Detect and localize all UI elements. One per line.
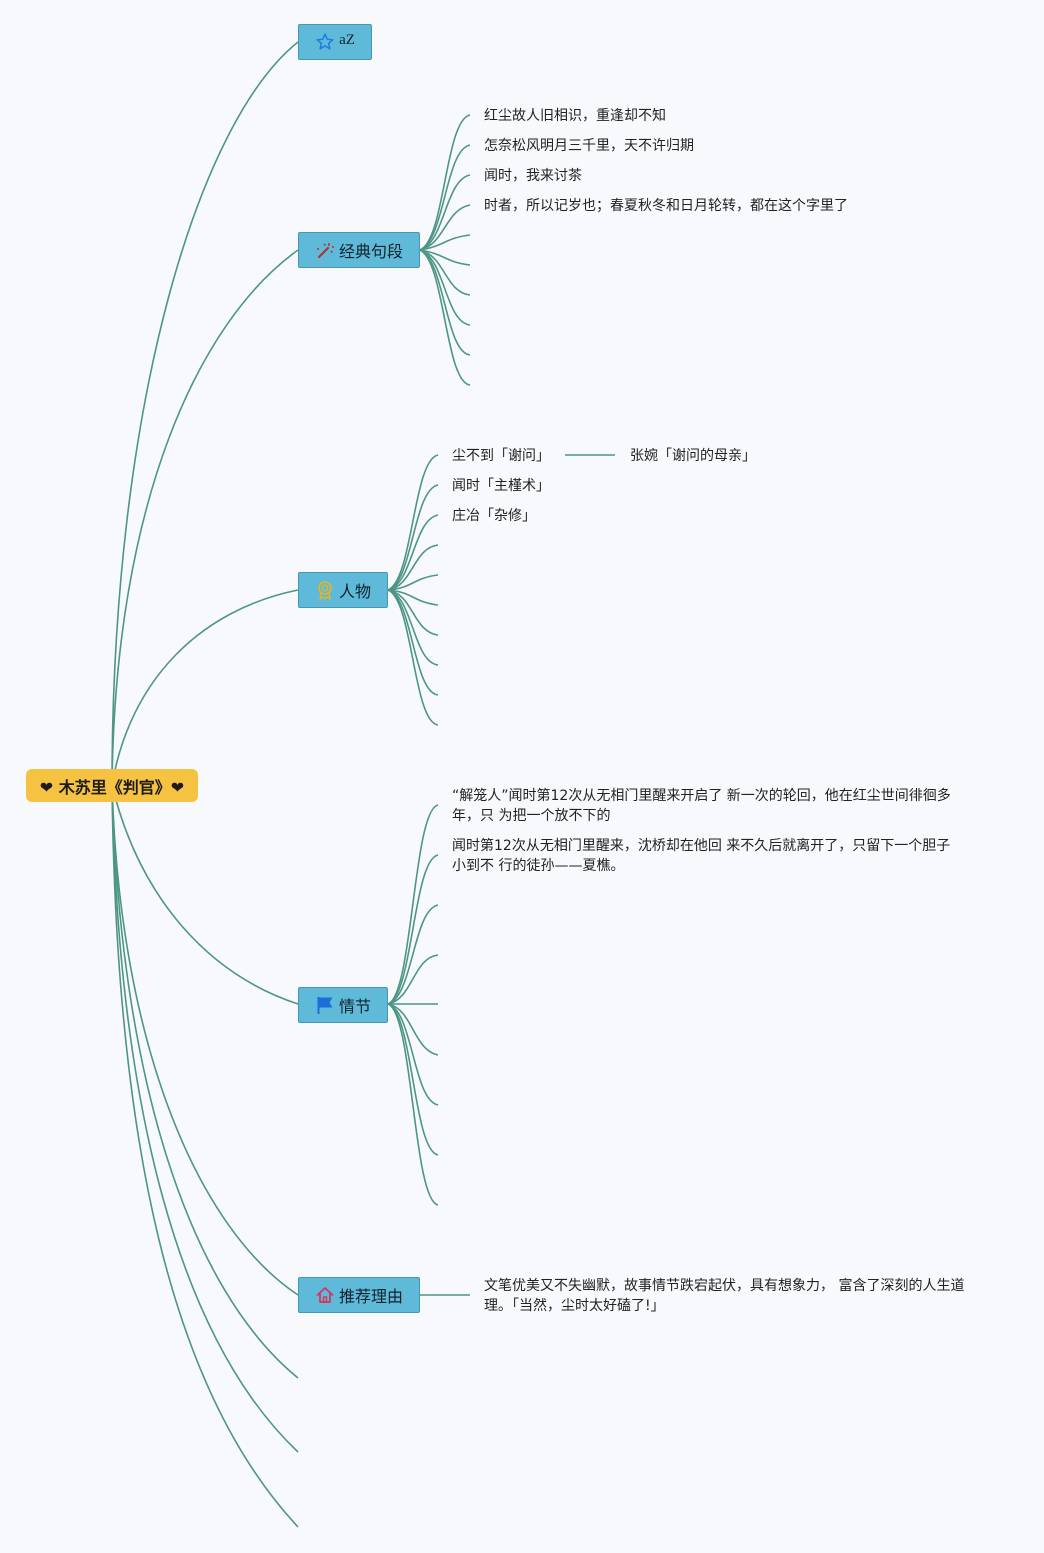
connector-plot-2 (387, 854, 439, 1005)
branch-plot[interactable]: 情节 (298, 987, 388, 1023)
connector-char-10 (387, 589, 439, 726)
connector-quote-5 (419, 234, 471, 251)
reason-leaf-1[interactable]: 文笔优美又不失幽默，故事情节跌宕起伏，具有想象力， 富含了深刻的人生道理。「当然… (484, 1278, 965, 1314)
connector-quote-3 (419, 174, 471, 251)
star-icon (315, 32, 335, 52)
connector-char-8 (387, 589, 439, 666)
connector-root-az (111, 41, 299, 786)
quote-leaf-1[interactable]: 红尘故人旧相识，重逢却不知 (484, 108, 666, 124)
plot-leaf-1[interactable]: “解笼人”闻时第12次从无相门里醒来开启了 新一次的轮回，他在红尘世间徘徊多年，… (452, 788, 951, 824)
branch-reason-label: 推荐理由 (338, 1287, 403, 1306)
connector-char-9 (387, 589, 439, 696)
character-leaf-1[interactable]: 尘不到「谢问」 (452, 448, 550, 464)
connector-plot-6 (387, 1003, 439, 1056)
connector-quote-6 (419, 249, 471, 266)
branch-az[interactable]: aZ (298, 24, 372, 60)
quote-leaf-3[interactable]: 闻时，我来讨茶 (484, 168, 582, 184)
connector-char-4 (387, 544, 439, 591)
connector-root-plot (111, 784, 299, 1005)
branch-quotes[interactable]: 经典句段 (298, 232, 420, 268)
connector-char-3 (387, 514, 439, 591)
branch-characters[interactable]: 人物 (298, 572, 388, 608)
branch-characters-label: 人物 (338, 582, 371, 601)
connector-quote-10 (419, 249, 471, 386)
branch-az-label: aZ (339, 31, 355, 48)
connector-plot-4 (387, 954, 439, 1005)
award-icon (315, 580, 335, 600)
connector-plot-1 (387, 804, 439, 1005)
connector-char-2 (387, 484, 439, 591)
connector-plot-7 (387, 1003, 439, 1106)
flag-icon (315, 995, 335, 1015)
connector-root-characters (111, 589, 299, 786)
quote-leaf-4[interactable]: 时者，所以记岁也；春夏秋冬和日月轮转，都在这个字里了 (484, 198, 848, 214)
connector-root-empty-2 (111, 784, 299, 1453)
character-leaf-2[interactable]: 闻时「主槿术」 (452, 478, 550, 494)
branch-quotes-label: 经典句段 (338, 242, 403, 261)
root-node[interactable]: ❤ 木苏里《判官》❤ (26, 769, 198, 802)
branch-reason[interactable]: 推荐理由 (298, 1277, 420, 1313)
home-icon (315, 1285, 335, 1305)
plot-leaf-2[interactable]: 闻时第12次从无相门里醒来，沈桥却在他回 来不久后就离开了，只留下一个胆子小到不… (452, 838, 951, 874)
connector-char-1 (387, 454, 439, 591)
root-label: ❤ 木苏里《判官》❤ (39, 777, 185, 797)
connector-quote-8 (419, 249, 471, 326)
connector-char-6 (387, 589, 439, 606)
character-leaf-1-child[interactable]: 张婉「谢问的母亲」 (630, 448, 756, 464)
magic-wand-icon (315, 240, 335, 260)
connector-char-5 (387, 574, 439, 591)
connector-plot-9 (387, 1003, 439, 1206)
connector-root-quotes (111, 249, 299, 786)
character-leaf-3[interactable]: 庄冶「杂修」 (452, 508, 536, 524)
connector-root-empty-3 (111, 784, 299, 1528)
connector-quote-4 (419, 204, 471, 251)
connector-quote-2 (419, 144, 471, 251)
connector-plot-8 (387, 1003, 439, 1156)
connector-root-empty-1 (111, 784, 299, 1379)
connector-char-7 (387, 589, 439, 636)
connector-root-reason (111, 784, 299, 1296)
connector-quote-7 (419, 249, 471, 296)
quote-leaf-2[interactable]: 怎奈松风明月三千里，天不许归期 (484, 138, 694, 154)
connector-quote-1 (419, 114, 471, 251)
branch-plot-label: 情节 (338, 997, 371, 1016)
connector-quote-9 (419, 249, 471, 356)
connector-plot-3 (387, 904, 439, 1005)
